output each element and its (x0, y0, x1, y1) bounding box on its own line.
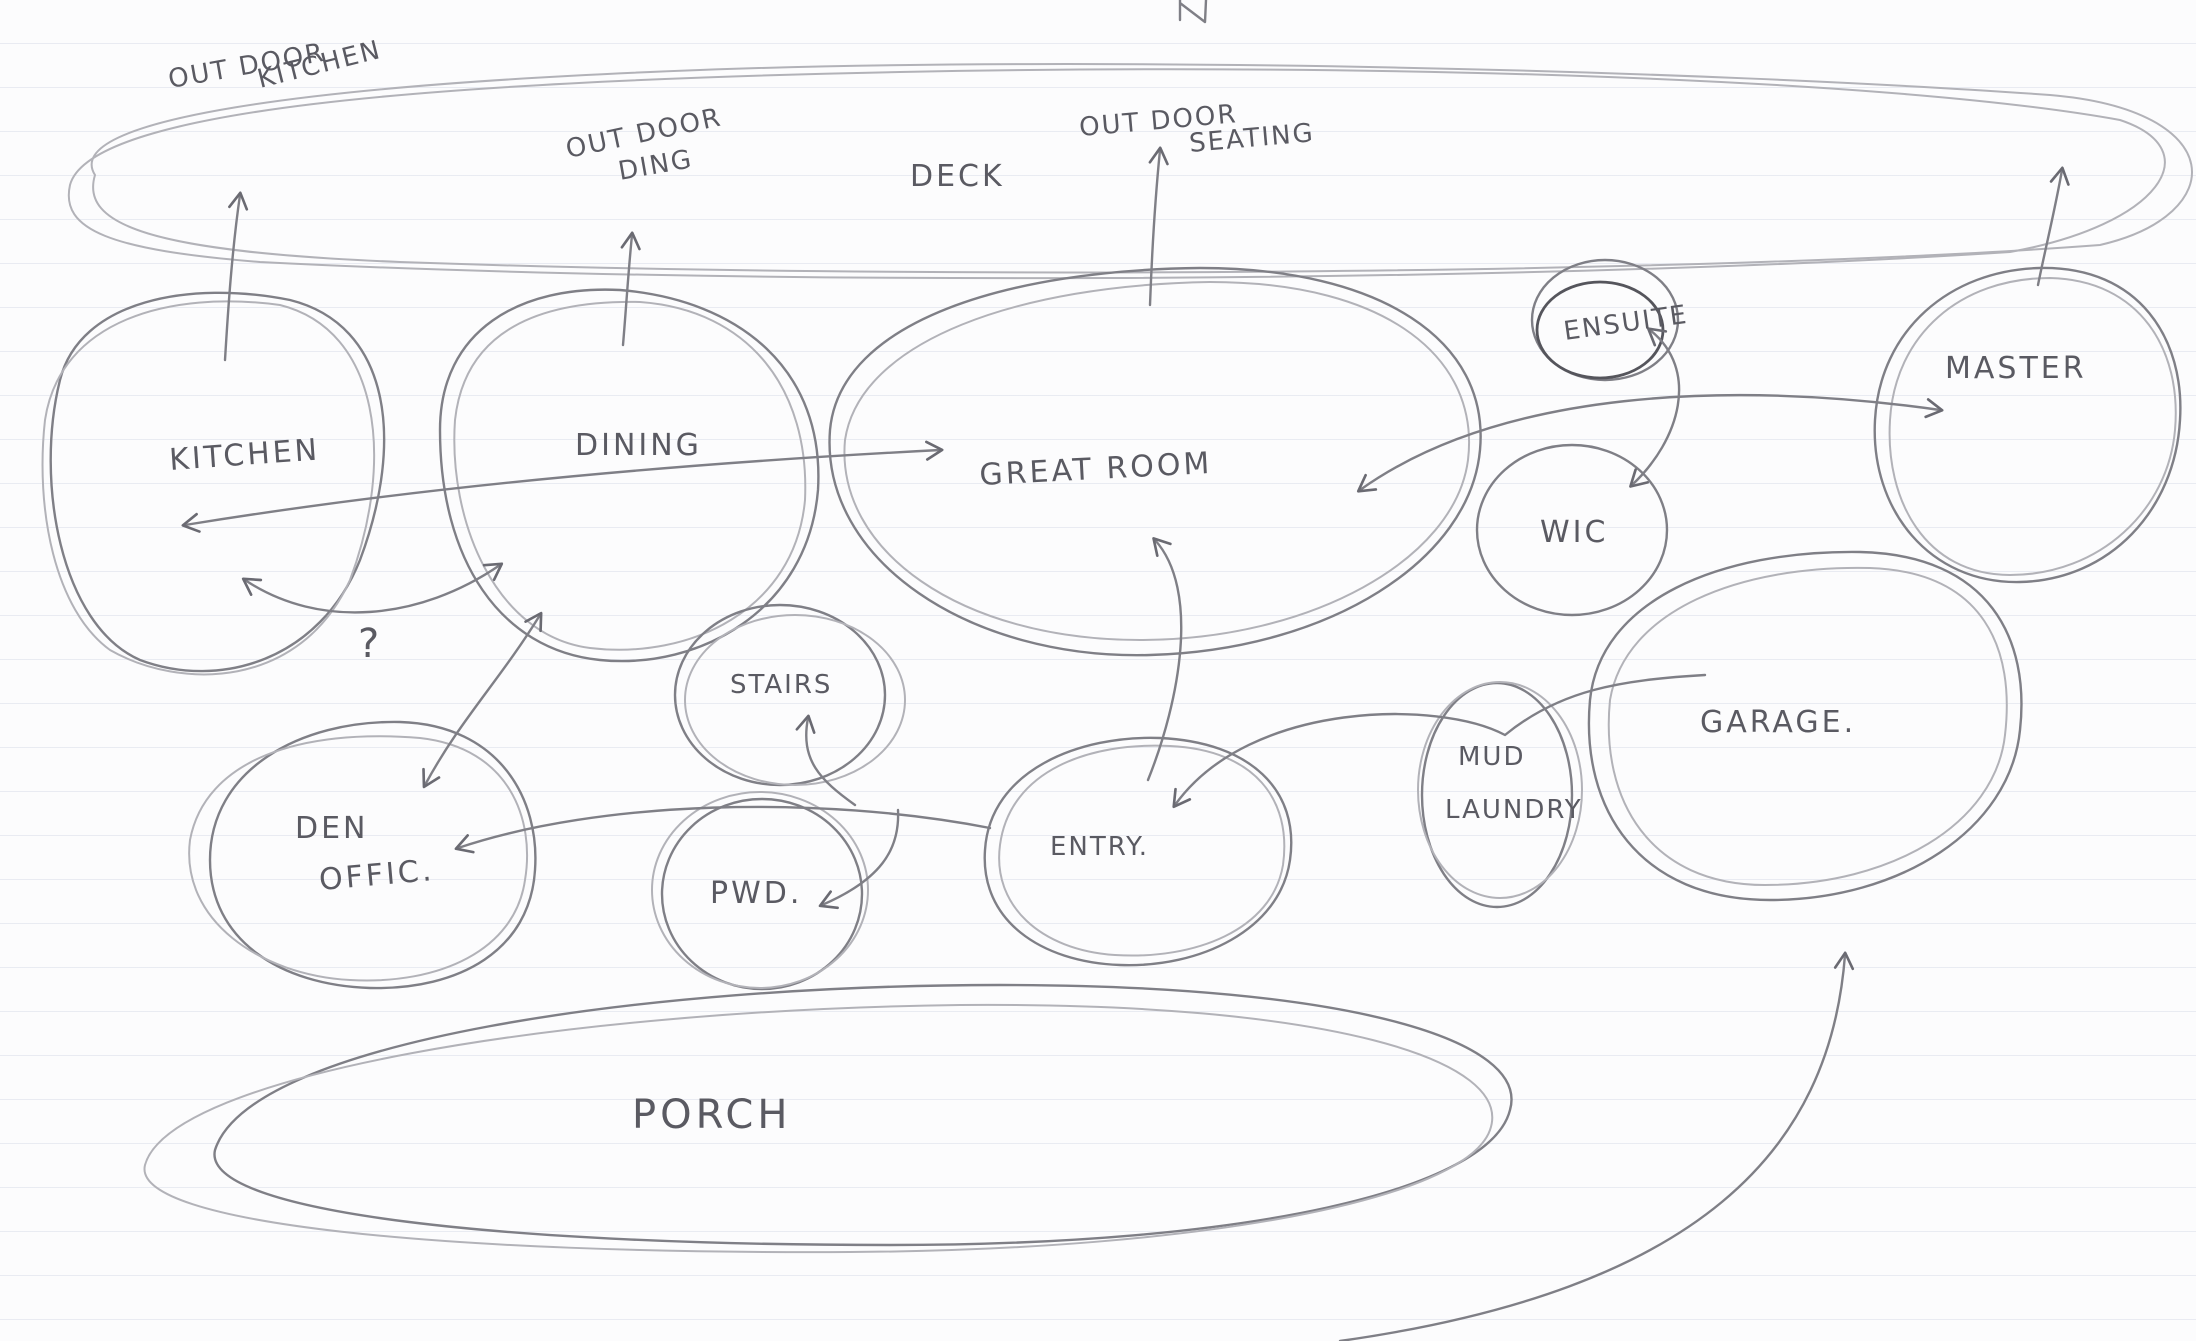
ensuite-wic-arrow (1629, 327, 1681, 488)
space-labels: OUT DOOR KITCHEN OUT DOOR DING DECK OUT … (166, 35, 2087, 1138)
kitchen-label: KITCHEN (168, 433, 321, 478)
question-mark: ? (358, 621, 383, 667)
mud-label-line2: LAUNDRY (1445, 795, 1583, 825)
powder-label: PWD. (710, 876, 802, 911)
porch-bubble (143, 983, 1513, 1254)
stairs-label: STAIRS (730, 670, 832, 700)
great-room-to-deck-arrow (1148, 146, 1169, 307)
kitchen-to-outdoor-kitchen-arrow (223, 191, 249, 362)
entry-label: ENTRY. (1050, 832, 1149, 862)
deck-zone-bubble (67, 63, 2193, 280)
den-label-line2: OFFIC. (318, 853, 436, 898)
den-office-bubble (188, 720, 537, 990)
den-label-line1: DEN (295, 811, 369, 846)
circulation-arrows (181, 146, 2070, 1341)
garage-mud-entry-arrow (1172, 673, 1707, 809)
kitchen-dining-arrow (241, 562, 504, 614)
mud-label-line1: MUD (1458, 742, 1525, 772)
great-room-label: GREAT ROOM (979, 446, 1214, 493)
garage-label: GARAGE. (1700, 705, 1856, 740)
stairs-bubble (673, 603, 906, 787)
porch-label: PORCH (632, 1092, 791, 1138)
wic-label: WIC (1540, 515, 1608, 550)
master-label: MASTER (1945, 351, 2087, 386)
master-to-deck-arrow (2036, 166, 2070, 287)
kitchen-great-room-arrow (181, 440, 944, 533)
entry-den-arrow (454, 805, 992, 854)
stairs-access-arrow (795, 714, 857, 807)
dining-to-outdoor-dining-arrow (620, 231, 641, 347)
dining-den-arrow (422, 611, 543, 789)
great-room-master-arrow (1356, 393, 1944, 493)
master-bubble (1873, 266, 2182, 584)
dining-label: DINING (575, 428, 702, 463)
garage-bubble (1587, 550, 2023, 902)
entry-great-room-arrow (1146, 537, 1183, 782)
entry-bubble (983, 736, 1293, 967)
north-marker (1178, 0, 1208, 24)
powder-bubble (651, 791, 869, 991)
powder-access-arrow (818, 808, 900, 910)
mud-laundry-bubble (1417, 681, 1583, 909)
ensuite-label: ENSUITE (1562, 300, 1690, 347)
deck-label: DECK (910, 159, 1005, 194)
driveway-to-garage-arrow (1338, 951, 1855, 1341)
kitchen-bubble (41, 291, 386, 676)
